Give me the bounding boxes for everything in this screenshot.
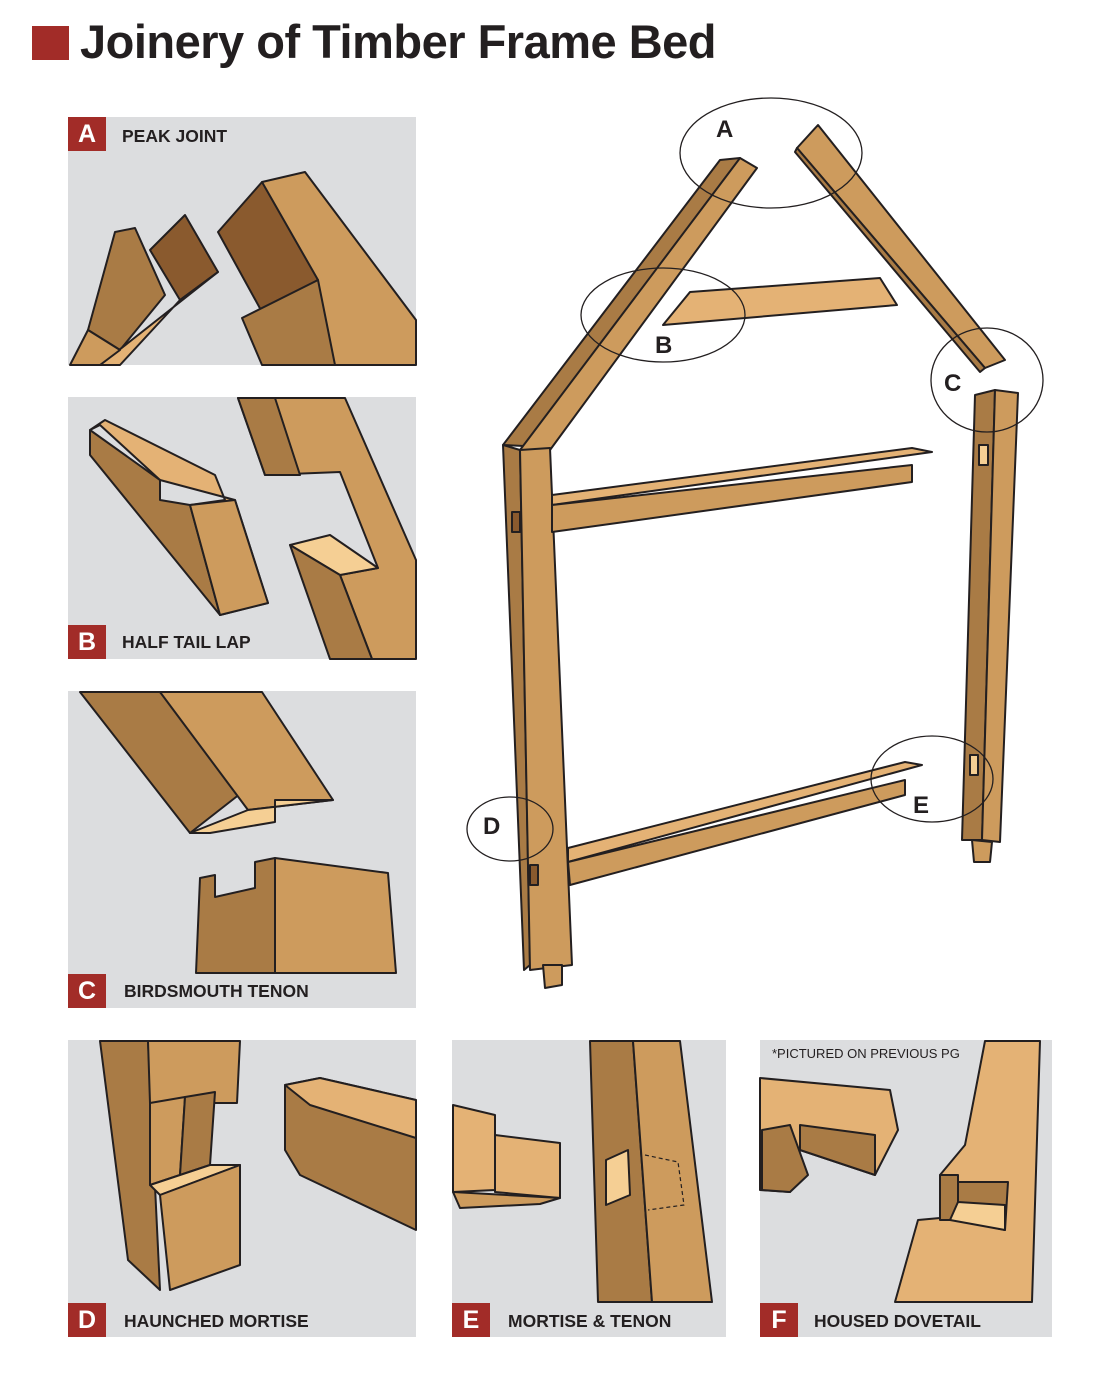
panel-c-label: BIRDSMOUTH TENON — [124, 981, 309, 1001]
panel-e-label: MORTISE & TENON — [508, 1311, 672, 1331]
callout-circles — [466, 97, 1044, 862]
pictured-note: *PICTURED ON PREVIOUS PG — [772, 1046, 960, 1061]
callout-c-circle — [930, 327, 1044, 433]
page-title: Joinery of Timber Frame Bed — [80, 15, 717, 68]
callout-d-circle — [466, 796, 554, 862]
callout-c-label: C — [944, 370, 962, 397]
callout-b-label: B — [655, 332, 673, 359]
callout-a-circle — [679, 97, 863, 209]
bed-frame-diagram — [502, 124, 1019, 989]
mortise-tenon-illustration — [452, 1040, 713, 1303]
peak-joint-illustration — [69, 171, 417, 366]
badge-f: F — [760, 1303, 798, 1337]
callout-b-circle — [580, 267, 746, 363]
badge-b: B — [68, 625, 106, 659]
callout-a-label: A — [716, 116, 734, 143]
badge-c: C — [68, 974, 106, 1008]
callout-d-label: D — [483, 813, 501, 840]
callout-e-label: E — [913, 792, 930, 819]
housed-dovetail-illustration — [759, 1040, 1041, 1303]
panel-b-label: HALF TAIL LAP — [122, 632, 251, 652]
badge-e: E — [452, 1303, 490, 1337]
haunched-mortise-illustration — [99, 1040, 417, 1291]
badge-d: D — [68, 1303, 106, 1337]
callout-e-circle — [870, 735, 994, 823]
title-marker — [32, 26, 69, 60]
half-tail-lap-illustration — [89, 397, 417, 660]
panel-a-label: PEAK JOINT — [122, 126, 228, 146]
badge-a: A — [68, 117, 106, 151]
panel-f-label: HOUSED DOVETAIL — [814, 1311, 981, 1331]
panel-d-label: HAUNCHED MORTISE — [124, 1311, 309, 1331]
birdsmouth-tenon-illustration — [79, 691, 397, 974]
